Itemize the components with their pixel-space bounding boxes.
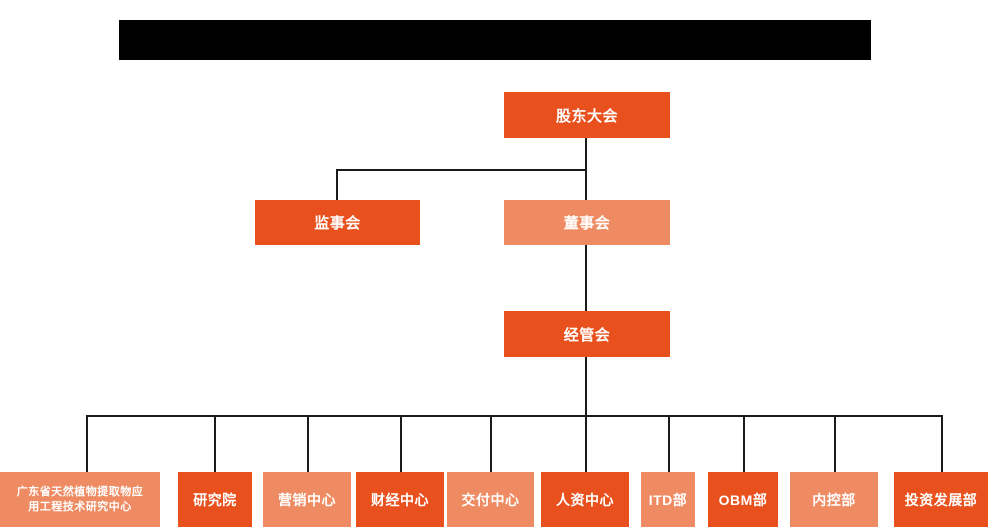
connector-management-stem: [585, 357, 587, 416]
connector-drop-2: [214, 415, 216, 472]
connector-drop-1: [86, 415, 88, 472]
connector-to-board-of-directors: [585, 169, 587, 200]
node-delivery-center-label: 交付中心: [461, 491, 520, 508]
node-finance-center[interactable]: 财经中心: [356, 472, 444, 527]
node-engineering-research-center[interactable]: 广东省天然植物提取物应 用工程技术研究中心: [0, 472, 160, 527]
node-shareholders-meeting[interactable]: 股东大会: [504, 92, 670, 138]
node-itd-department[interactable]: ITD部: [641, 472, 695, 527]
node-board-of-supervisors[interactable]: 监事会: [255, 200, 420, 245]
node-research-institute-label: 研究院: [193, 491, 237, 508]
node-internal-control-department[interactable]: 内控部: [790, 472, 878, 527]
connector-drop-8: [743, 415, 745, 472]
node-marketing-center-label: 营销中心: [278, 491, 336, 508]
node-board-of-directors[interactable]: 董事会: [504, 200, 670, 245]
node-internal-control-department-label: 内控部: [812, 491, 856, 508]
node-investment-development-department[interactable]: 投资发展部: [894, 472, 988, 527]
node-finance-center-label: 财经中心: [371, 491, 429, 508]
node-marketing-center[interactable]: 营销中心: [263, 472, 351, 527]
connector-departments-bus: [86, 415, 943, 417]
redacted-title-banner: [119, 20, 871, 60]
node-management-committee-label: 经管会: [563, 326, 611, 344]
connector-shareholders-stem: [585, 138, 587, 170]
node-management-committee[interactable]: 经管会: [504, 311, 670, 357]
node-shareholders-meeting-label: 股东大会: [555, 107, 618, 125]
connector-level1-bus: [336, 169, 587, 171]
node-hr-center-label: 人资中心: [556, 491, 614, 508]
node-board-of-supervisors-label: 监事会: [314, 215, 361, 232]
node-research-institute[interactable]: 研究院: [178, 472, 252, 527]
connector-drop-4: [400, 415, 402, 472]
connector-drop-3: [307, 415, 309, 472]
connector-drop-9: [834, 415, 836, 472]
connector-drop-5: [490, 415, 492, 472]
node-engineering-research-center-label-line2: 用工程技术研究中心: [28, 500, 132, 513]
node-hr-center[interactable]: 人资中心: [541, 472, 629, 527]
connector-drop-10: [941, 415, 943, 472]
connector-drop-6: [585, 415, 587, 472]
connector-to-board-of-supervisors: [336, 169, 338, 200]
node-itd-department-label: ITD部: [648, 491, 688, 508]
node-board-of-directors-label: 董事会: [563, 215, 611, 232]
node-investment-development-department-label: 投资发展部: [904, 491, 978, 508]
node-engineering-research-center-label-line1: 广东省天然植物提取物应: [16, 485, 144, 498]
node-delivery-center[interactable]: 交付中心: [447, 472, 534, 527]
connector-drop-7: [668, 415, 670, 472]
connector-directors-to-management: [585, 245, 587, 311]
node-obm-department[interactable]: OBM部: [708, 472, 778, 527]
node-obm-department-label: OBM部: [718, 491, 768, 508]
